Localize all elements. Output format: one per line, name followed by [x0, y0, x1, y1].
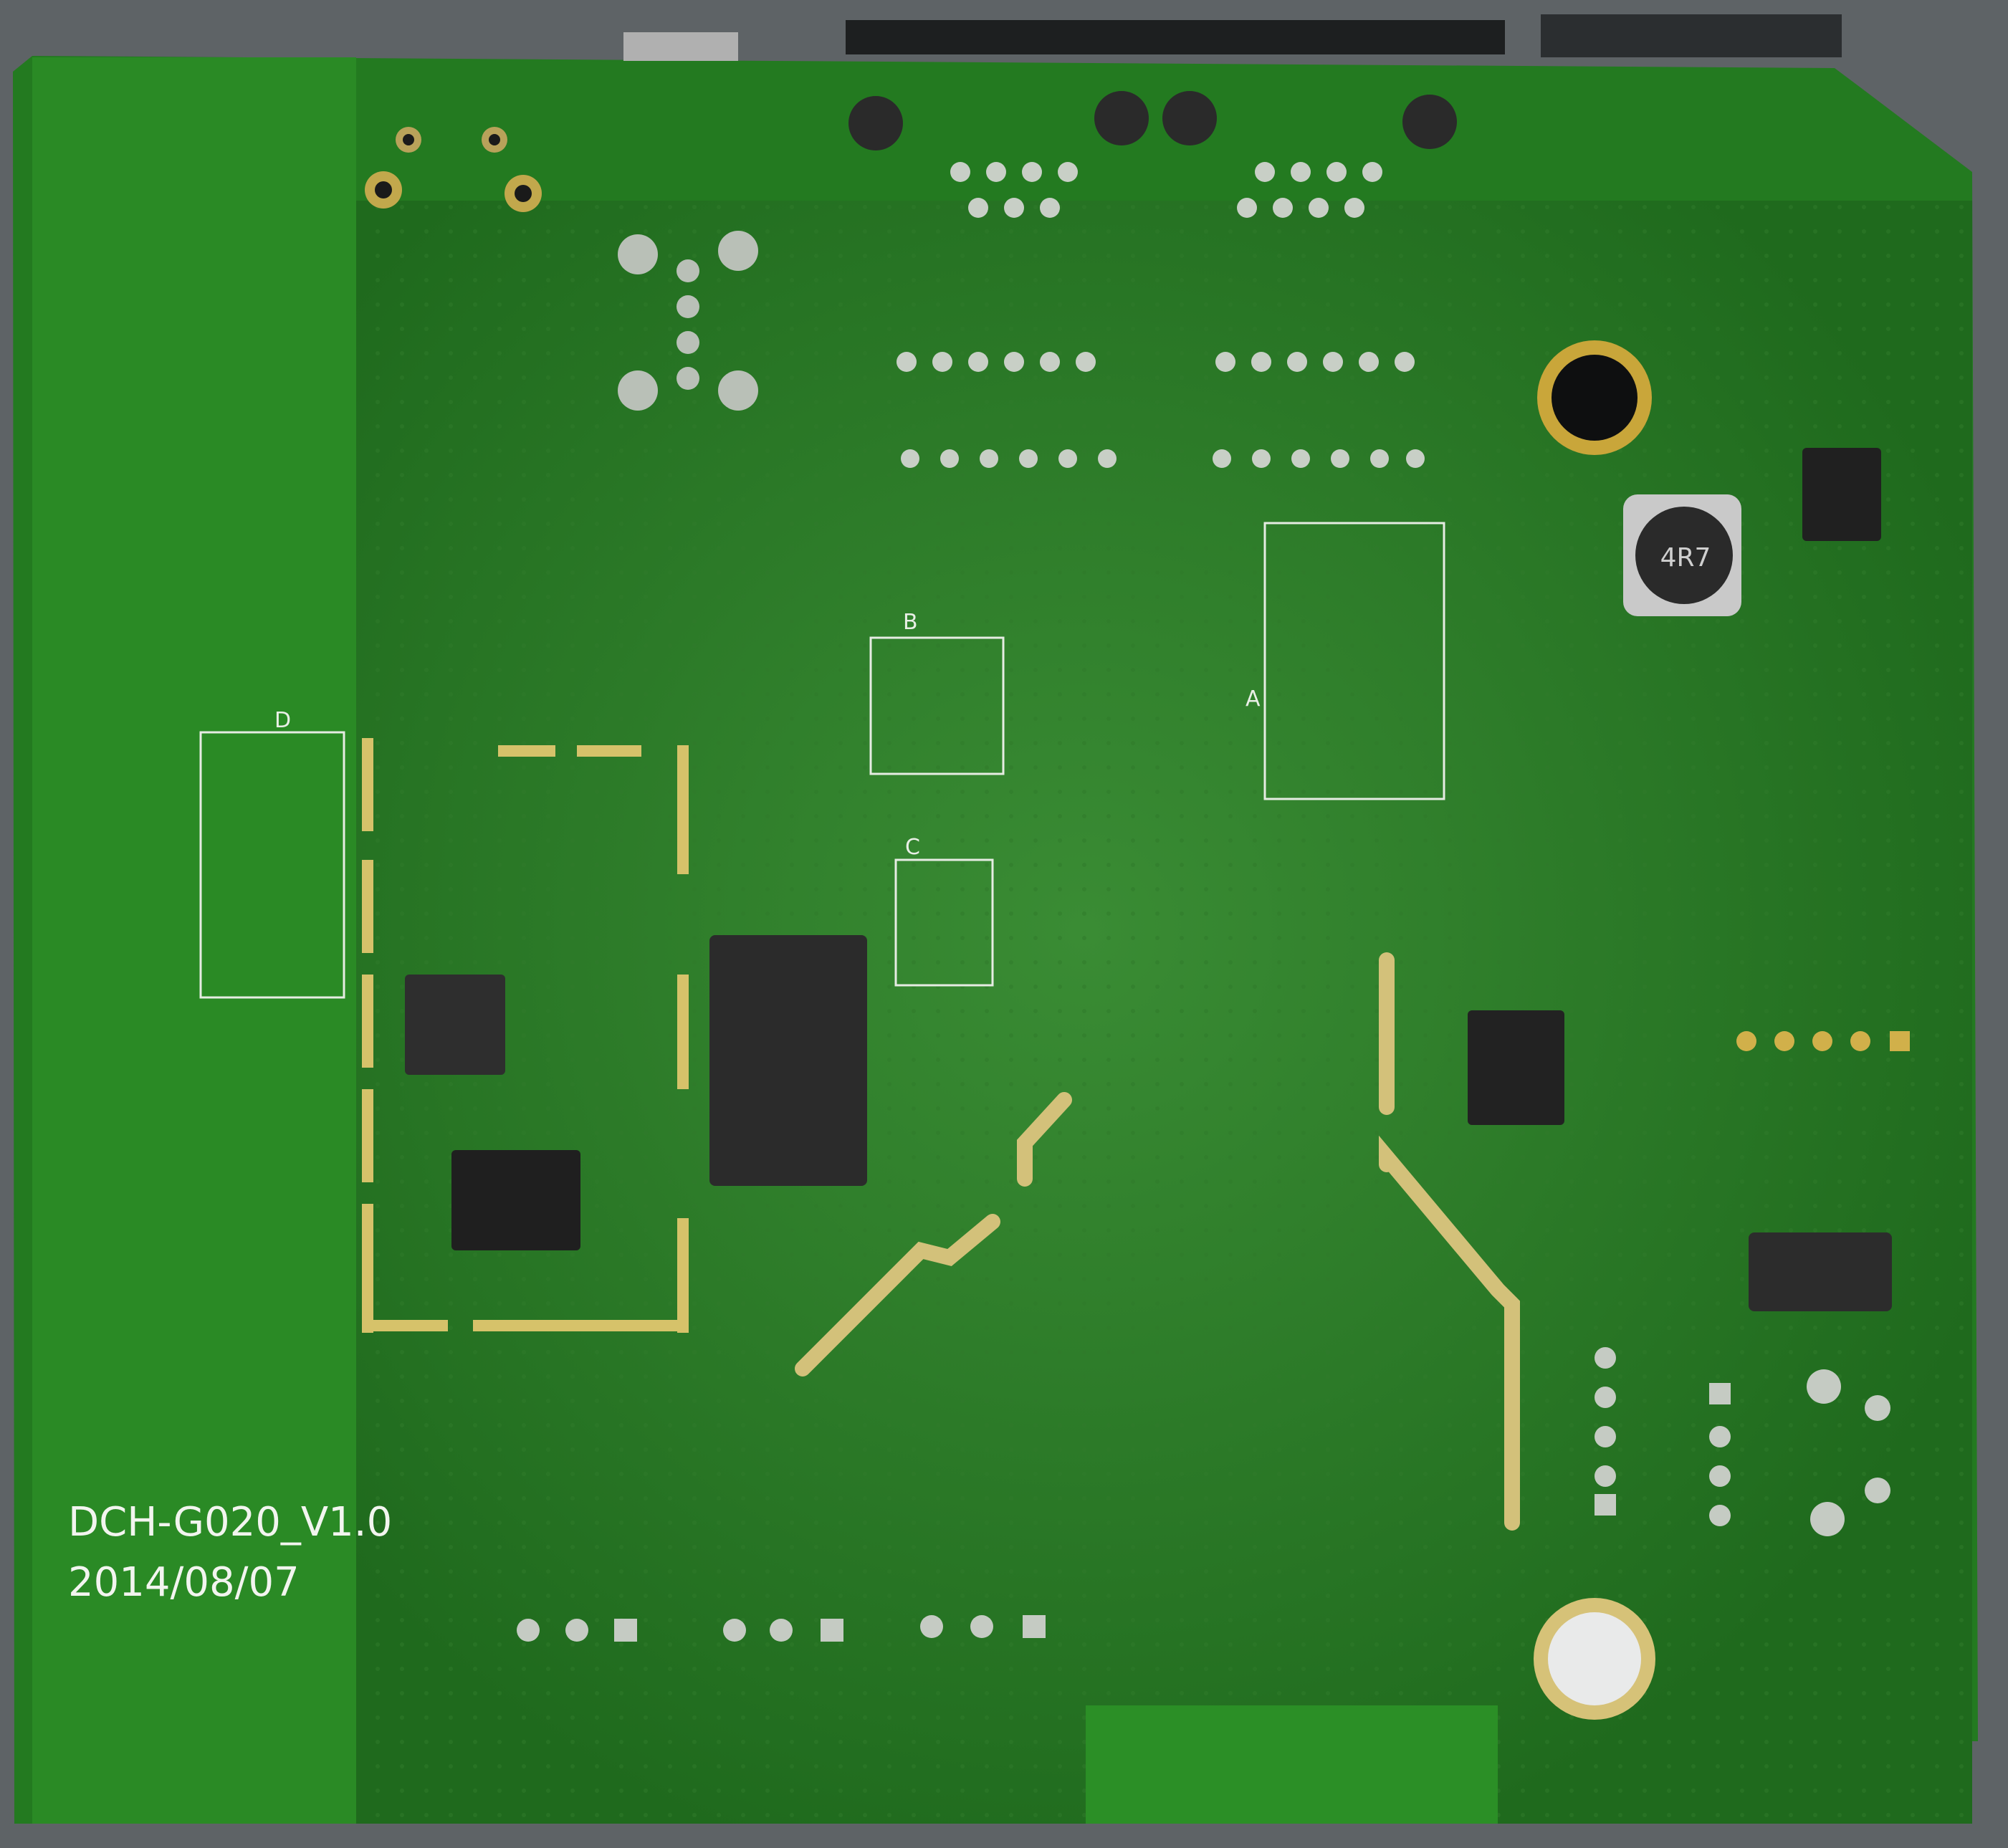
- mounting-hole-bottom: [1534, 1598, 1655, 1720]
- ethernet-pins: [897, 162, 1425, 468]
- main-soc: [709, 935, 867, 1186]
- section-letter-d: D: [274, 708, 291, 733]
- ethernet-connector: [846, 20, 1505, 54]
- crystal: [1749, 1232, 1892, 1311]
- flash-chip: [451, 1150, 580, 1250]
- board-model: DCH-G020_V1.0: [68, 1499, 392, 1546]
- section-letter-c: C: [905, 835, 920, 860]
- antenna-area: [32, 57, 356, 1824]
- mounting-hole-top: [1537, 340, 1652, 455]
- bottom-pads: [517, 1347, 1890, 1642]
- section-letter-b: B: [903, 610, 918, 635]
- usb-connector: [623, 32, 738, 61]
- bottom-edge-strip: [1086, 1705, 1498, 1824]
- inductor-marking: 4R7: [1660, 543, 1711, 573]
- header-pins: [618, 231, 758, 411]
- rf-shield-outline: [362, 738, 689, 1333]
- usb-holes: [365, 127, 542, 212]
- header-gold-row: [1736, 1031, 1910, 1051]
- pmic-chip: [1802, 448, 1881, 541]
- board-date: 2014/08/07: [68, 1559, 300, 1606]
- section-letter-a: A: [1246, 686, 1261, 712]
- connector-lugs: [848, 91, 1457, 150]
- wifi-chip: [405, 975, 505, 1075]
- via-field: [358, 201, 1971, 1824]
- switch-chip: [1468, 1010, 1564, 1125]
- power-connector: [1541, 14, 1842, 57]
- silk-boxes: [199, 522, 1445, 999]
- gold-traces: [795, 952, 1520, 1531]
